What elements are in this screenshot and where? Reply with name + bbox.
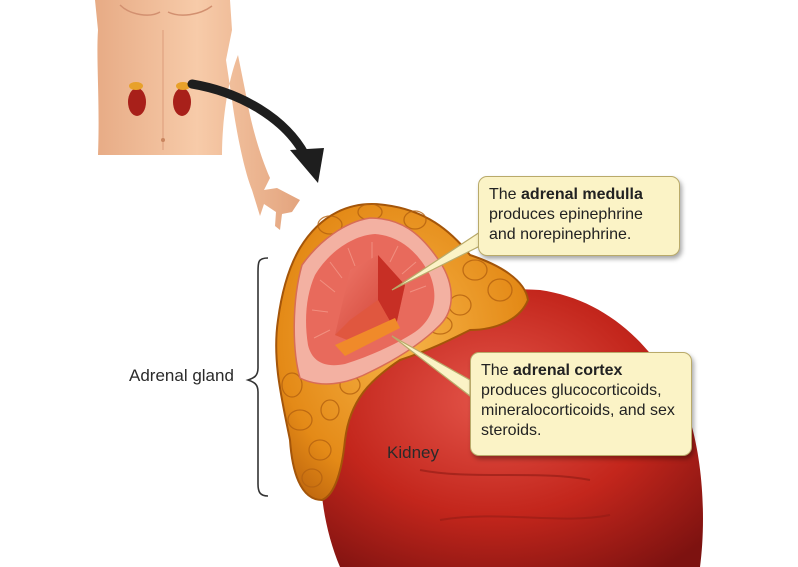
cortex-prefix: The xyxy=(481,362,514,379)
cortex-term: adrenal cortex xyxy=(513,362,623,379)
zoom-arrow xyxy=(187,79,324,183)
callout-adrenal-medulla: The adrenal medulla produces epinephrine… xyxy=(478,176,680,256)
medulla-prefix: The xyxy=(489,186,522,203)
torso-kidney-left xyxy=(128,82,146,116)
gland-bracket xyxy=(245,257,269,497)
label-adrenal-gland: Adrenal gland xyxy=(129,366,234,385)
adrenal-medulla-section xyxy=(335,255,405,356)
torso-figure xyxy=(95,0,300,230)
callout-adrenal-cortex: The adrenal cortex produces glucocortico… xyxy=(470,352,692,456)
label-kidney: Kidney xyxy=(387,443,439,462)
medulla-term: adrenal medulla xyxy=(521,186,643,203)
torso-kidney-right xyxy=(173,82,191,116)
cortex-text: produces glucocorticoids, mineralocortic… xyxy=(481,382,675,439)
medulla-text: produces epinephrine and norepinephrine. xyxy=(489,206,643,243)
